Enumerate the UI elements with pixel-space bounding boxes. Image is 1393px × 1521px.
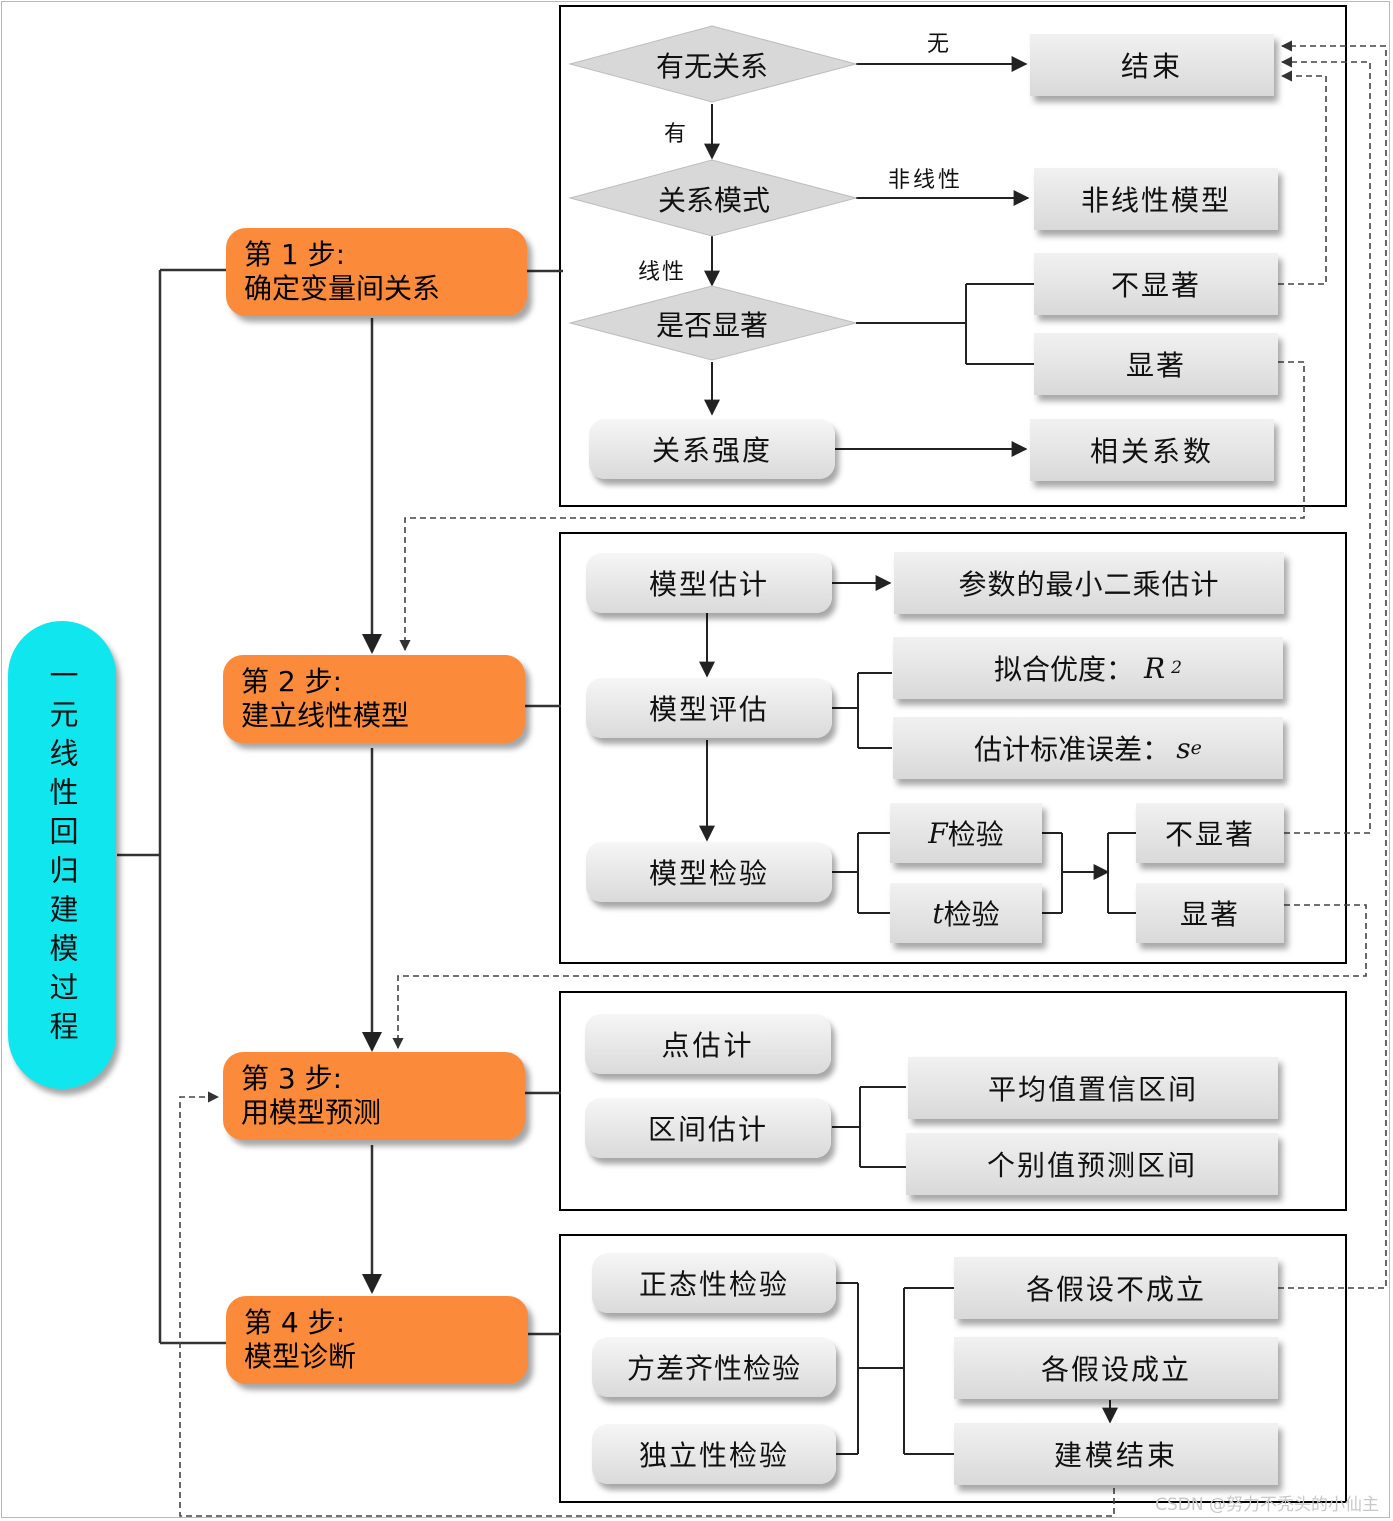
- process-title: 一元线性回归建模过程: [8, 621, 116, 1089]
- f-test-box: F 检验: [890, 803, 1042, 863]
- step-4-label: 第 4 步:: [244, 1306, 346, 1339]
- step-1-title: 确定变量间关系: [244, 272, 441, 305]
- assumptions-fail-box: 各假设不成立: [954, 1257, 1278, 1319]
- label-linear: 线性: [638, 260, 687, 285]
- se-symbol: s: [1176, 731, 1191, 765]
- not-significant-box-2: 不显著: [1136, 803, 1284, 863]
- end-box: 结束: [1030, 34, 1274, 96]
- step-2-box: 第 2 步: 建立线性模型: [223, 655, 525, 743]
- t-test-box: t 检验: [890, 883, 1042, 943]
- diamond-pattern-text: 关系模式: [657, 184, 771, 217]
- se-subscript: e: [1190, 737, 1202, 759]
- diamond-relation-text: 有无关系: [655, 50, 769, 83]
- step-4-box: 第 4 步: 模型诊断: [226, 1296, 528, 1384]
- test-box: 模型检验: [586, 842, 832, 902]
- r2-box: 拟合优度： R 2: [893, 637, 1283, 699]
- label-nonlinear: 非线性: [888, 168, 964, 193]
- step-1-label: 第 1 步:: [244, 238, 346, 271]
- se-label: 估计标准误差：: [974, 733, 1171, 766]
- estimate-box: 模型估计: [586, 553, 832, 613]
- step-2-title: 建立线性模型: [241, 699, 410, 732]
- t-test-label: 检验: [943, 898, 1000, 931]
- r2-symbol: R: [1144, 651, 1166, 685]
- step-2-label: 第 2 步:: [241, 665, 343, 698]
- diamond-significant: [568, 285, 857, 361]
- interval-estimate-box: 区间估计: [585, 1098, 831, 1158]
- correlation-box: 相关系数: [1030, 419, 1274, 481]
- r2-exponent: 2: [1171, 658, 1182, 678]
- process-title-text: 一元线性回归建模过程: [45, 660, 79, 1050]
- significant-box-1: 显著: [1034, 333, 1278, 395]
- evaluate-box: 模型评估: [586, 678, 832, 738]
- independence-test-box: 独立性检验: [592, 1424, 836, 1484]
- diamond-relation: [568, 25, 858, 103]
- diamond-significant-text: 是否显著: [655, 309, 769, 342]
- label-has: 有: [664, 122, 687, 147]
- step-3-title: 用模型预测: [241, 1096, 382, 1129]
- step-4-title: 模型诊断: [244, 1340, 357, 1373]
- f-test-label: 检验: [947, 818, 1004, 851]
- least-squares-box: 参数的最小二乘估计: [894, 552, 1284, 614]
- prediction-interval-box: 个别值预测区间: [906, 1133, 1278, 1195]
- modeling-end-box: 建模结束: [954, 1423, 1278, 1485]
- label-none: 无: [927, 32, 950, 57]
- diamond-pattern: [568, 159, 858, 237]
- homoscedasticity-test-box: 方差齐性检验: [592, 1337, 836, 1397]
- r2-label: 拟合优度：: [994, 653, 1135, 686]
- not-significant-box-1: 不显著: [1034, 253, 1278, 315]
- watermark: CSDN @努力不秃头的小仙主: [1155, 1495, 1379, 1515]
- step-1-box: 第 1 步: 确定变量间关系: [226, 228, 527, 316]
- t-symbol: t: [932, 896, 944, 930]
- assumptions-hold-box: 各假设成立: [954, 1337, 1278, 1399]
- nonlinear-model-box: 非线性模型: [1034, 168, 1278, 230]
- normality-test-box: 正态性检验: [592, 1253, 836, 1313]
- point-estimate-box: 点估计: [585, 1014, 831, 1074]
- step-3-box: 第 3 步: 用模型预测: [223, 1052, 525, 1140]
- f-symbol: F: [928, 816, 948, 850]
- significant-box-2: 显著: [1136, 883, 1284, 943]
- mean-ci-box: 平均值置信区间: [908, 1057, 1278, 1119]
- strength-box: 关系强度: [589, 419, 835, 479]
- step-3-label: 第 3 步:: [241, 1062, 343, 1095]
